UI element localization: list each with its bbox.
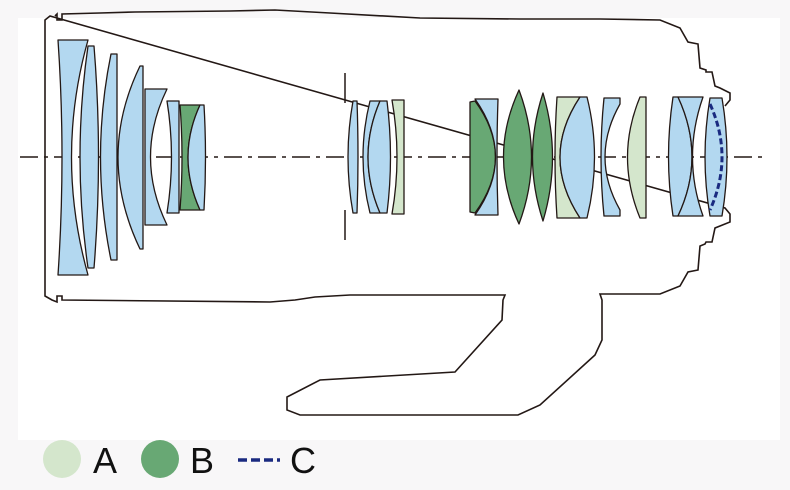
lens-element-14 [474, 98, 499, 216]
lens-barrel-outline [44, 9, 731, 416]
legend: A B C [43, 440, 316, 481]
lens-element-9 [347, 100, 359, 214]
diagram-background [18, 18, 780, 440]
legend-label-C: C [290, 440, 316, 481]
lens-element-23 [704, 97, 728, 217]
lens-element-22 [677, 96, 704, 217]
lens-element-20-A [626, 96, 647, 219]
lens-element-6 [166, 100, 180, 214]
lens-element-18 [559, 96, 596, 219]
legend-swatch-A-circle-icon [43, 440, 81, 478]
lens-element-2 [79, 45, 100, 269]
legend-label-B: B [190, 440, 214, 481]
lens-element-1 [57, 39, 89, 276]
aspherical-surface-C [708, 103, 724, 211]
lens-element-15-B [502, 89, 533, 225]
lens-element-4 [117, 65, 144, 250]
lens-element-5 [144, 88, 168, 226]
lens-element-12-A [391, 99, 405, 215]
lens-element-8 [187, 104, 207, 211]
lens-element-11 [367, 100, 392, 214]
lens-element-3 [99, 53, 118, 261]
legend-label-A: A [93, 440, 117, 481]
lens-element-19 [600, 97, 621, 217]
legend-swatch-B-circle-icon [141, 440, 179, 478]
lens-element-16-B [531, 92, 554, 222]
